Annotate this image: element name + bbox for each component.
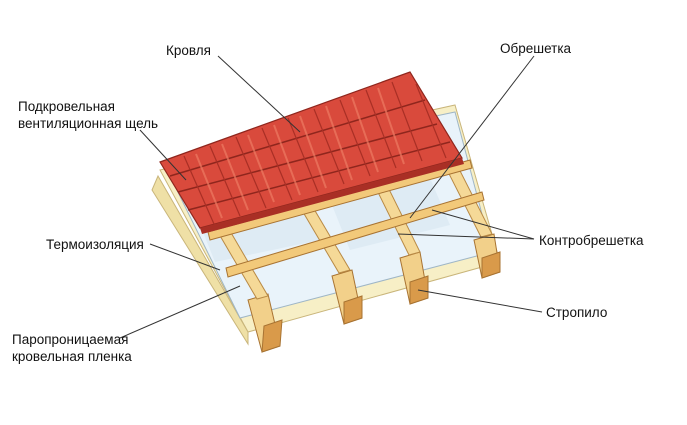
leader-rafter: [417, 289, 543, 313]
label-battens: Обрешетка: [500, 41, 572, 56]
leader-battens: [409, 55, 535, 219]
label-membrane-line1: Паропроницаемая: [12, 332, 129, 347]
roof-tiles: [159, 71, 464, 234]
leader-vent-gap: [139, 129, 187, 181]
batten-1: [225, 191, 485, 278]
leader-lines: [119, 55, 543, 339]
label-vent-gap-line2: вентиляционная щель: [18, 116, 159, 131]
label-counter-battens: Контробрешетка: [539, 233, 644, 248]
battens: [207, 159, 485, 278]
label-membrane-line2: кровельная пленка: [12, 349, 132, 364]
rafter-4-end: [481, 251, 501, 279]
label-insulation: Термоизоляция: [46, 237, 144, 252]
label-vent-gap: Подкровельная вентиляционная щель: [18, 98, 158, 132]
label-roof: Кровля: [166, 43, 211, 58]
leader-membrane: [119, 285, 241, 339]
tile-highlights: [195, 87, 405, 219]
leader-counter-1: [431, 209, 535, 240]
label-membrane: Паропроницаемая кровельная пленка: [12, 331, 132, 365]
label-rafter: Стропило: [546, 305, 608, 320]
tile-column-lines: [183, 81, 447, 225]
rafter-2-end: [343, 295, 363, 325]
leader-insulation: [149, 243, 221, 271]
tile-edge: [200, 158, 464, 234]
label-vent-gap-line1: Подкровельная: [18, 99, 115, 114]
rafter-1-end: [261, 319, 283, 353]
leader-counter-2: [397, 233, 535, 240]
leader-roof: [217, 55, 301, 133]
insulation-side: [151, 174, 249, 346]
